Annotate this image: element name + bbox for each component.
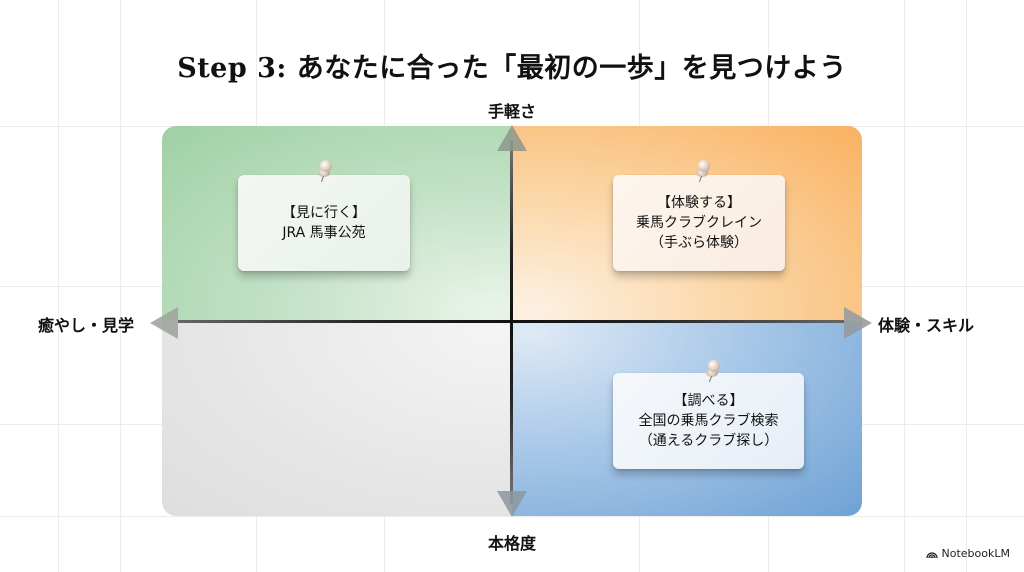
- axis-label-right: 体験・スキル: [878, 316, 975, 335]
- arrow-down-icon: [497, 491, 527, 517]
- notebooklm-logo-icon: [925, 552, 938, 558]
- arrow-left-icon: [150, 307, 178, 339]
- note-category: 【見に行く】: [282, 205, 366, 221]
- note-line: 乗馬クラブクレイン: [636, 215, 762, 231]
- note-category: 【体験する】: [657, 195, 741, 211]
- quadrant-bottom-left: [162, 321, 512, 516]
- note-line: 全国の乗馬クラブ検索: [638, 413, 779, 429]
- note-line: （手ぶら体験）: [650, 235, 748, 251]
- pushpin-icon: [694, 160, 712, 184]
- arrow-up-icon: [497, 125, 527, 151]
- branding: NotebookLM: [925, 547, 1010, 560]
- note-line: JRA 馬事公苑: [282, 225, 366, 241]
- axis-label-bottom: 本格度: [488, 534, 537, 553]
- note-line: （通えるクラブ探し）: [638, 433, 779, 449]
- brand-label: NotebookLM: [941, 547, 1010, 560]
- page-title: Step 3: あなたに合った「最初の一歩」を見つけよう: [177, 53, 847, 84]
- note-card-experience: 【体験する】 乗馬クラブクレイン （手ぶら体験）: [613, 175, 785, 271]
- note-category: 【調べる】: [673, 393, 744, 409]
- note-card-watch: 【見に行く】 JRA 馬事公苑: [238, 175, 410, 271]
- pushpin-icon: [704, 360, 722, 384]
- arrow-right-icon: [844, 307, 872, 339]
- vertical-axis: [510, 140, 513, 504]
- note-card-research: 【調べる】 全国の乗馬クラブ検索 （通えるクラブ探し）: [613, 373, 804, 469]
- axis-label-left: 癒やし・見学: [38, 316, 135, 335]
- pushpin-icon: [316, 160, 334, 184]
- axis-label-top: 手軽さ: [488, 102, 537, 121]
